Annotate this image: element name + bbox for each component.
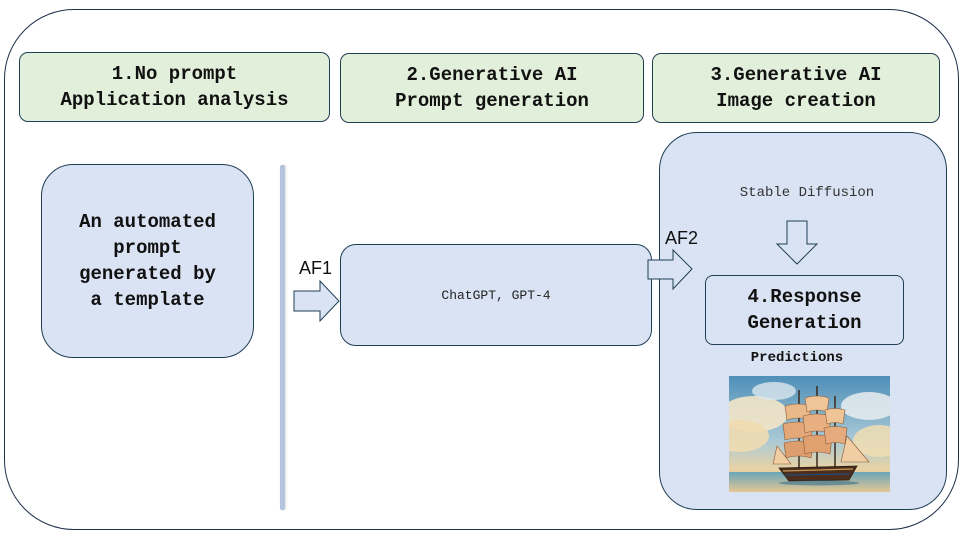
stage-1-label: 1.No prompt Application analysis: [60, 63, 289, 111]
af1-arrow-icon: [293, 279, 340, 323]
section-divider: [280, 165, 285, 510]
response-generation-label: 4.Response Generation: [747, 286, 862, 334]
af2-arrow-icon: [647, 248, 693, 291]
sailing-ship-painting-icon: [729, 376, 890, 492]
response-generation-box: 4.Response Generation: [705, 275, 904, 345]
stage-header-1: 1.No prompt Application analysis: [19, 52, 330, 122]
af2-label: AF2: [665, 228, 699, 248]
stage-header-2: 2.Generative AI Prompt generation: [340, 53, 644, 123]
sailing-ship-image: [729, 376, 890, 492]
automated-prompt-label: An automated prompt generated by a templ…: [79, 211, 216, 311]
automated-prompt-box: An automated prompt generated by a templ…: [41, 164, 254, 358]
stage-2-label: 2.Generative AI Prompt generation: [395, 64, 589, 112]
chatgpt-box: ChatGPT, GPT-4: [340, 244, 652, 346]
stage-3-label: 3.Generative AI Image creation: [710, 64, 882, 112]
predictions-label: Predictions: [750, 350, 844, 366]
down-arrow-icon: [775, 220, 819, 265]
af1-label: AF1: [299, 258, 333, 278]
stage-header-3: 3.Generative AI Image creation: [652, 53, 940, 123]
chatgpt-label: ChatGPT, GPT-4: [441, 287, 551, 303]
stable-diffusion-label: Stable Diffusion: [739, 185, 875, 201]
